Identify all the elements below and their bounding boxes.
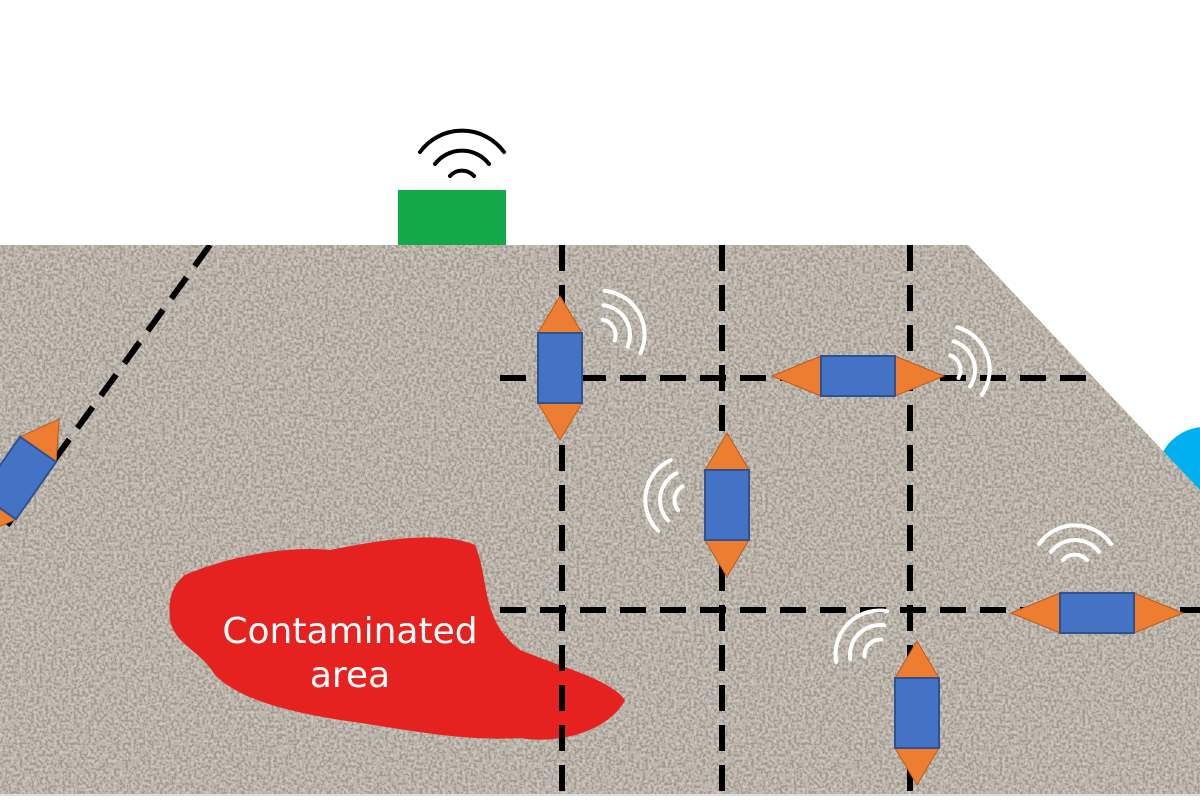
ground bbox=[0, 245, 1200, 795]
contaminated-area-label: Contaminated area bbox=[180, 610, 520, 698]
label-line-2: area bbox=[309, 655, 391, 696]
base-station bbox=[398, 190, 506, 245]
contaminated-area bbox=[169, 537, 625, 740]
label-line-1: Contaminated bbox=[222, 611, 478, 652]
signal-icon bbox=[418, 128, 506, 178]
